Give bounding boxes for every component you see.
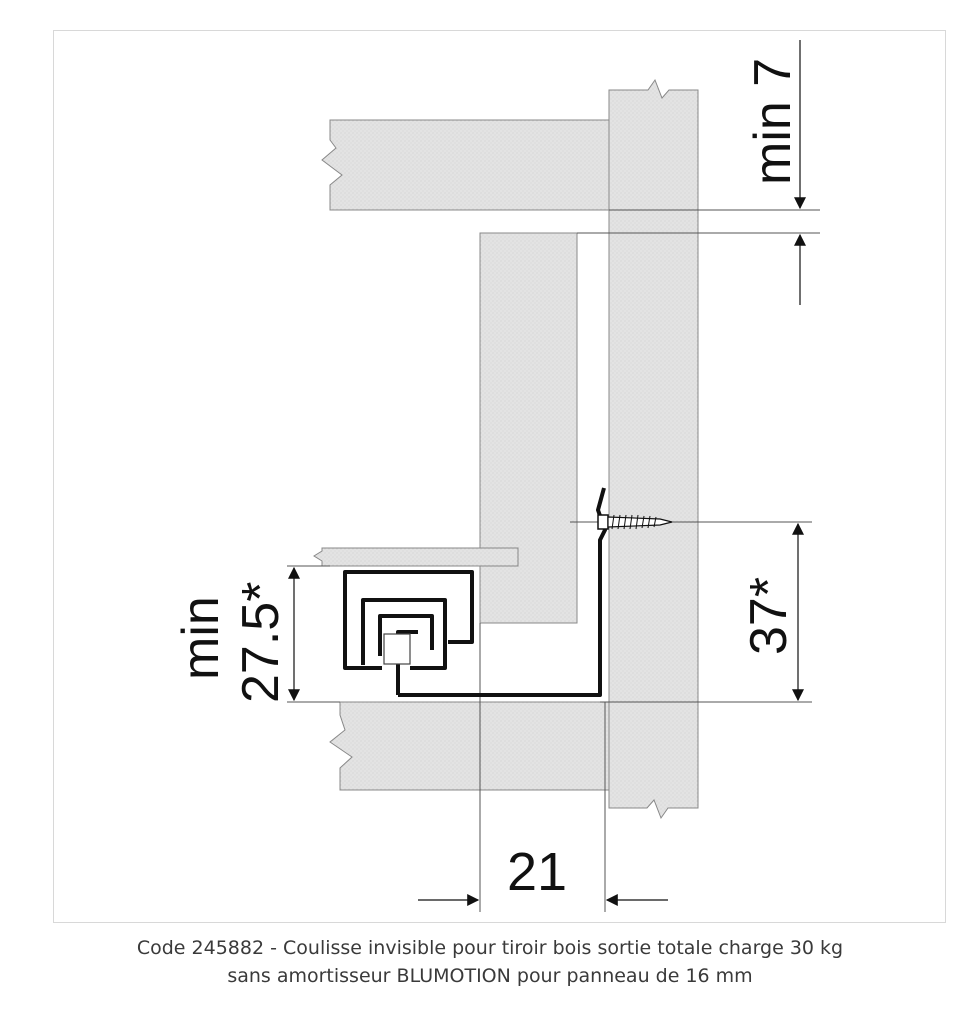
slide-runner [343,487,607,697]
screw [597,514,673,530]
caption-line-2: sans amortisseur BLUMOTION pour panneau … [227,965,753,987]
bottom-panel [329,701,610,791]
label-37: 37* [740,577,798,655]
label-21: 21 [507,842,567,902]
runner-roller [383,633,411,665]
label-min-7: min 7 [744,58,802,185]
top-panel [321,119,610,211]
figure-caption: Code 245882 - Coulisse invisible pour ti… [0,934,980,990]
caption-line-1: Code 245882 - Coulisse invisible pour ti… [136,937,844,959]
drawer-bottom [313,547,519,567]
label-27-5: 27.5* [232,582,290,703]
cabinet-side-panel [608,78,699,820]
label-min: min [172,596,230,680]
